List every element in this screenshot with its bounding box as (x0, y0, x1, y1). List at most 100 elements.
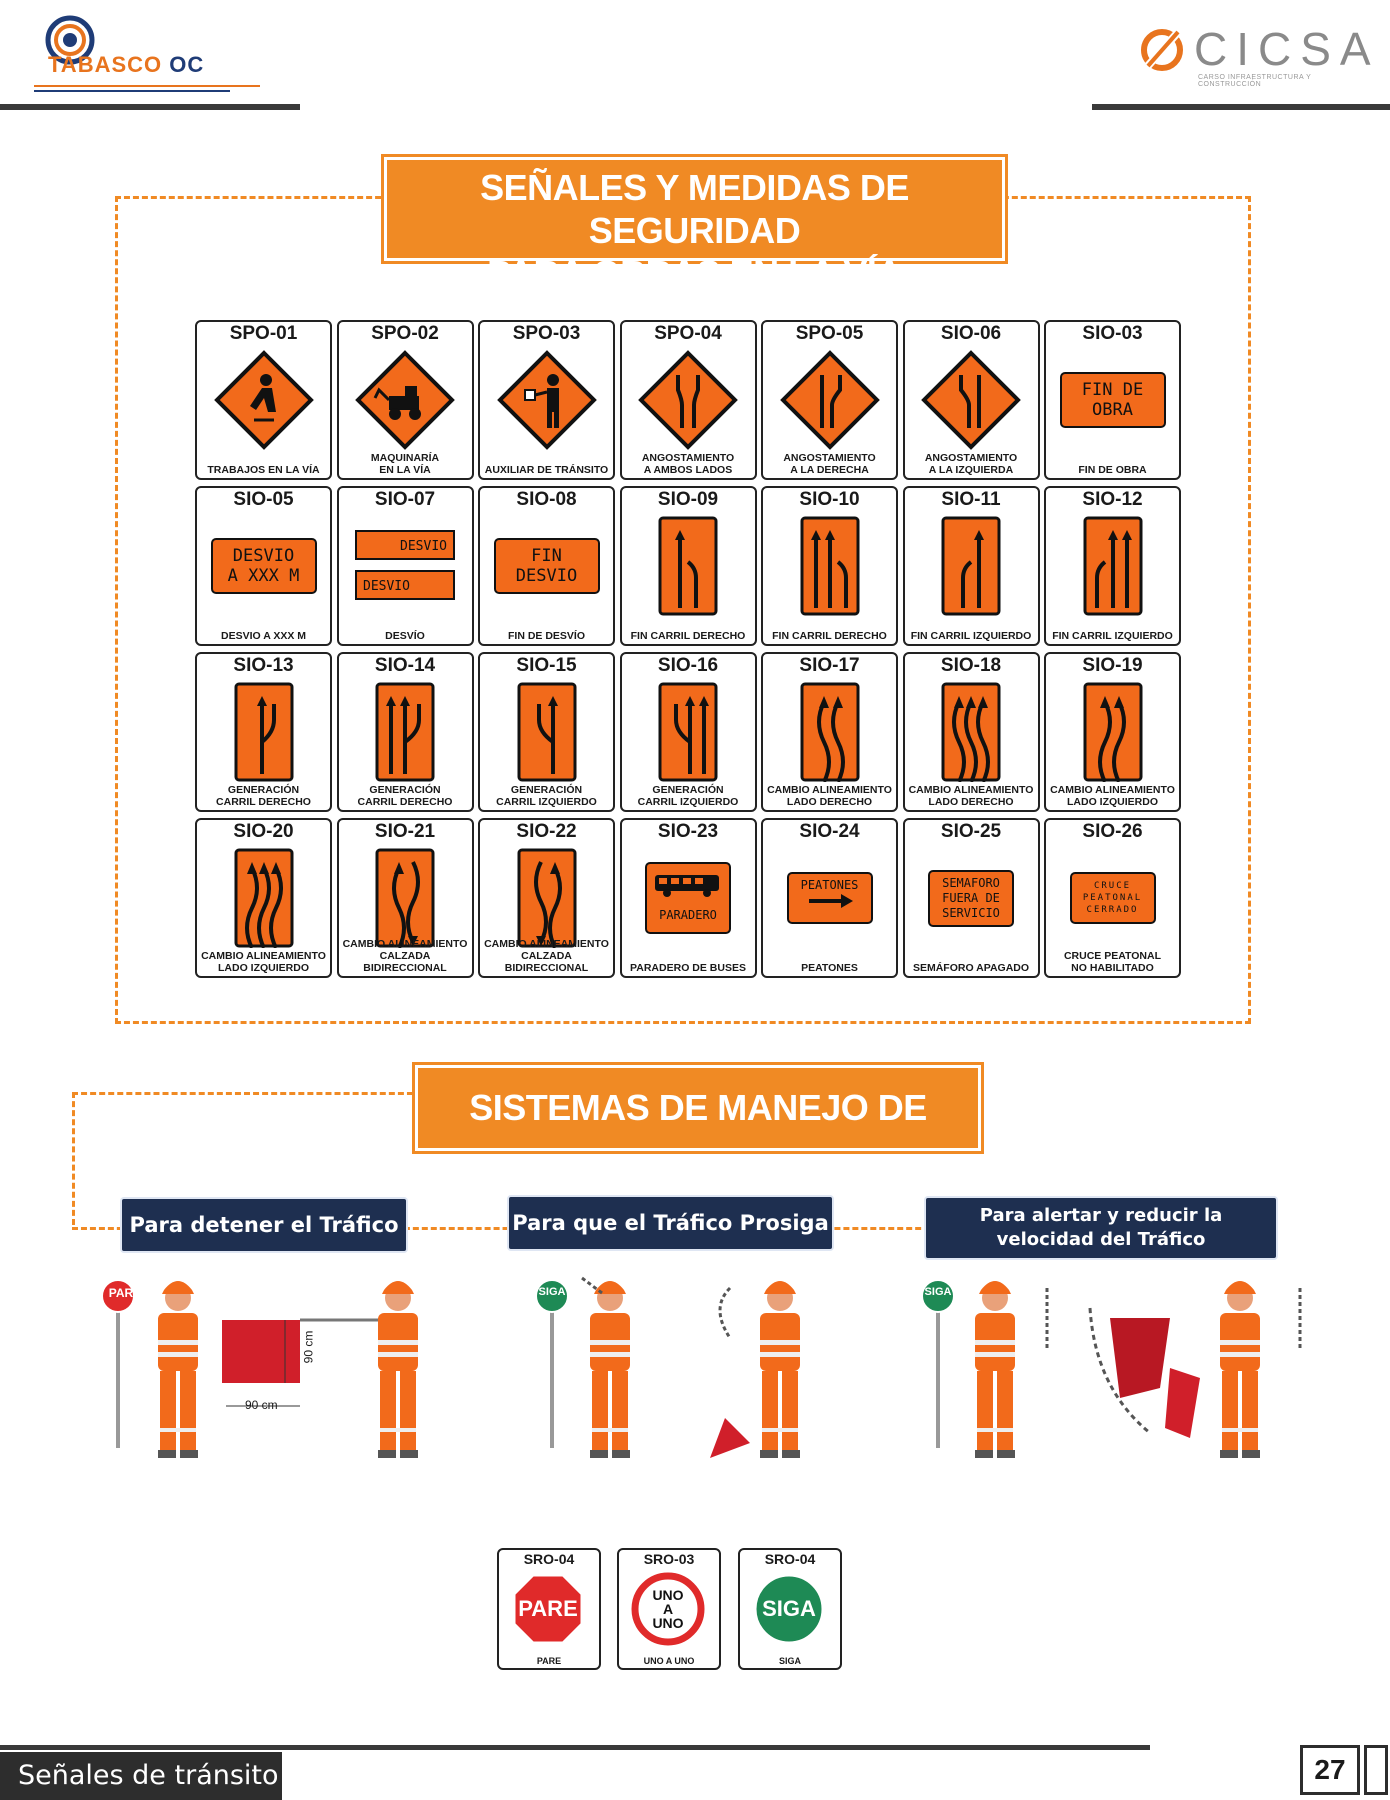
sign-label: CAMBIO ALINEAMIENTO CALZADA BIDIRECCIONA… (484, 938, 609, 974)
sign-code: SIO-21 (374, 821, 436, 842)
sign-label: DESVÍO (385, 630, 425, 642)
sign-label: PEATONES (801, 962, 858, 974)
sign-face-text: DESVIO A XXX M (210, 538, 317, 594)
diamond-flagger-icon (480, 350, 613, 450)
sign-label: MAQUINARÍA EN LA VÍA (370, 452, 440, 476)
sign-label: GENERACIÓN CARRIL DERECHO (216, 784, 311, 808)
section1-title-line2: PARA OBRAS EN LA VÍA (487, 253, 902, 294)
sign-code: SIO-19 (1082, 655, 1143, 676)
flag-width-dim: 90 cm (245, 1398, 278, 1412)
sign-code: SIO-15 (516, 655, 577, 676)
sign-code: SPO-04 (654, 323, 722, 344)
sign-graphic: CRUCE PEATONAL CERRADO (1046, 848, 1179, 948)
sign-code: SIO-16 (657, 655, 719, 676)
sign-face-text: SEMAFORO FUERA DE SERVICIO (928, 869, 1014, 927)
sign-code: SIO-09 (657, 489, 719, 510)
sign-label: CAMBIO ALINEAMIENTO CALZADA BIDIRECCIONA… (342, 938, 468, 974)
cicsa-name: CICSA (1194, 23, 1380, 75)
sign-label: CRUCE PEATONAL NO HABILITADO (1063, 950, 1162, 974)
sign-label: DESVIO A XXX M (221, 630, 306, 642)
sign-label: ANGOSTAMIENTO A LA IZQUIERDA (924, 452, 1018, 476)
sign-code: SIO-22 (516, 821, 577, 842)
sign-code: SIO-08 (516, 489, 577, 510)
sign-code: SPO-05 (795, 323, 864, 344)
sign-label: CAMBIO ALINEAMIENTO LADO IZQUIERDO (201, 950, 326, 974)
sign-label: ANGOSTAMIENTO A AMBOS LADOS (641, 452, 735, 476)
sign-graphic (480, 848, 613, 948)
sign-label: GENERACIÓN CARRIL IZQUIERDO (637, 784, 739, 808)
page-tab (1364, 1745, 1388, 1795)
detour-left-sign: DESVIO (355, 530, 455, 560)
sign-graphic (763, 516, 896, 616)
logo-emblem-icon (34, 15, 260, 92)
section2-frame-top (72, 1092, 422, 1095)
sign-code: SIO-25 (940, 821, 1002, 842)
header-rule-left (0, 104, 300, 110)
cicsa-logo: CICSA CARSO INFRAESTRUCTURA Y CONSTRUCCI… (1136, 22, 1371, 88)
flaggers-illustration (101, 1276, 1302, 1458)
sign-code: SIO-06 (940, 323, 1002, 344)
sign-graphic: SEMAFORO FUERA DE SERVICIO (905, 848, 1038, 948)
round-sign-code: SRO-04 (523, 1551, 575, 1567)
sign-code: SIO-13 (233, 655, 294, 676)
sign-face-text: FIN DE OBRA (1059, 372, 1166, 428)
tabasco-oc-logo: TABASCO OC (30, 12, 270, 97)
flag-height-dim: 90 cm (301, 1330, 316, 1364)
sign-graphic (339, 848, 472, 948)
sign-face-text: PEATONES (786, 872, 873, 924)
sign-label: FIN CARRIL DERECHO (772, 630, 887, 642)
sign-code: SPO-03 (512, 323, 581, 344)
sign-graphic (480, 682, 613, 782)
sign-label: FIN CARRIL IZQUIERDO (1052, 630, 1173, 642)
sign-label: SEMÁFORO APAGADO (912, 962, 1030, 974)
sign-code: SIO-12 (1082, 489, 1143, 510)
sign-label: TRABAJOS EN LA VÍA (207, 464, 320, 476)
sign-code: SIO-05 (233, 489, 294, 510)
sign-label: ANGOSTAMIENTO A LA DERECHA (783, 452, 876, 476)
sign-graphic (1046, 516, 1179, 616)
paddle-siga-2: SIGA (924, 1286, 952, 1298)
footer-rule (0, 1745, 1150, 1750)
arrow-right-icon (808, 894, 853, 908)
sign-code: SPO-01 (229, 323, 298, 344)
section1-title-line1: SEÑALES Y MEDIDAS DE SEGURIDAD (480, 167, 909, 251)
sign-code: SIO-07 (374, 489, 436, 510)
sign-graphic (197, 848, 330, 948)
bus-stop-text: PARADERO (659, 908, 717, 922)
round-sign-code: SRO-03 (643, 1551, 695, 1567)
sign-label: FIN CARRIL DERECHO (630, 630, 746, 642)
round-sign-code: SRO-04 (764, 1551, 816, 1567)
sign-code: SIO-24 (799, 821, 860, 842)
sign-code: SIO-11 (941, 489, 1001, 510)
sign-code: SIO-26 (1082, 821, 1143, 842)
sign-code: SIO-23 (657, 821, 719, 842)
footer-section-name: Señales de tránsito (0, 1752, 282, 1800)
bus-icon (655, 875, 719, 897)
sign-code: SIO-03 (1082, 323, 1143, 344)
paddle-pare: PARE (108, 1286, 142, 1300)
page-number: 27 (1300, 1745, 1360, 1795)
round-sign-text: SIGA (762, 1596, 816, 1621)
sign-label: PARADERO DE BUSES (630, 962, 746, 974)
pedestrians-text: PEATONES (800, 878, 859, 892)
